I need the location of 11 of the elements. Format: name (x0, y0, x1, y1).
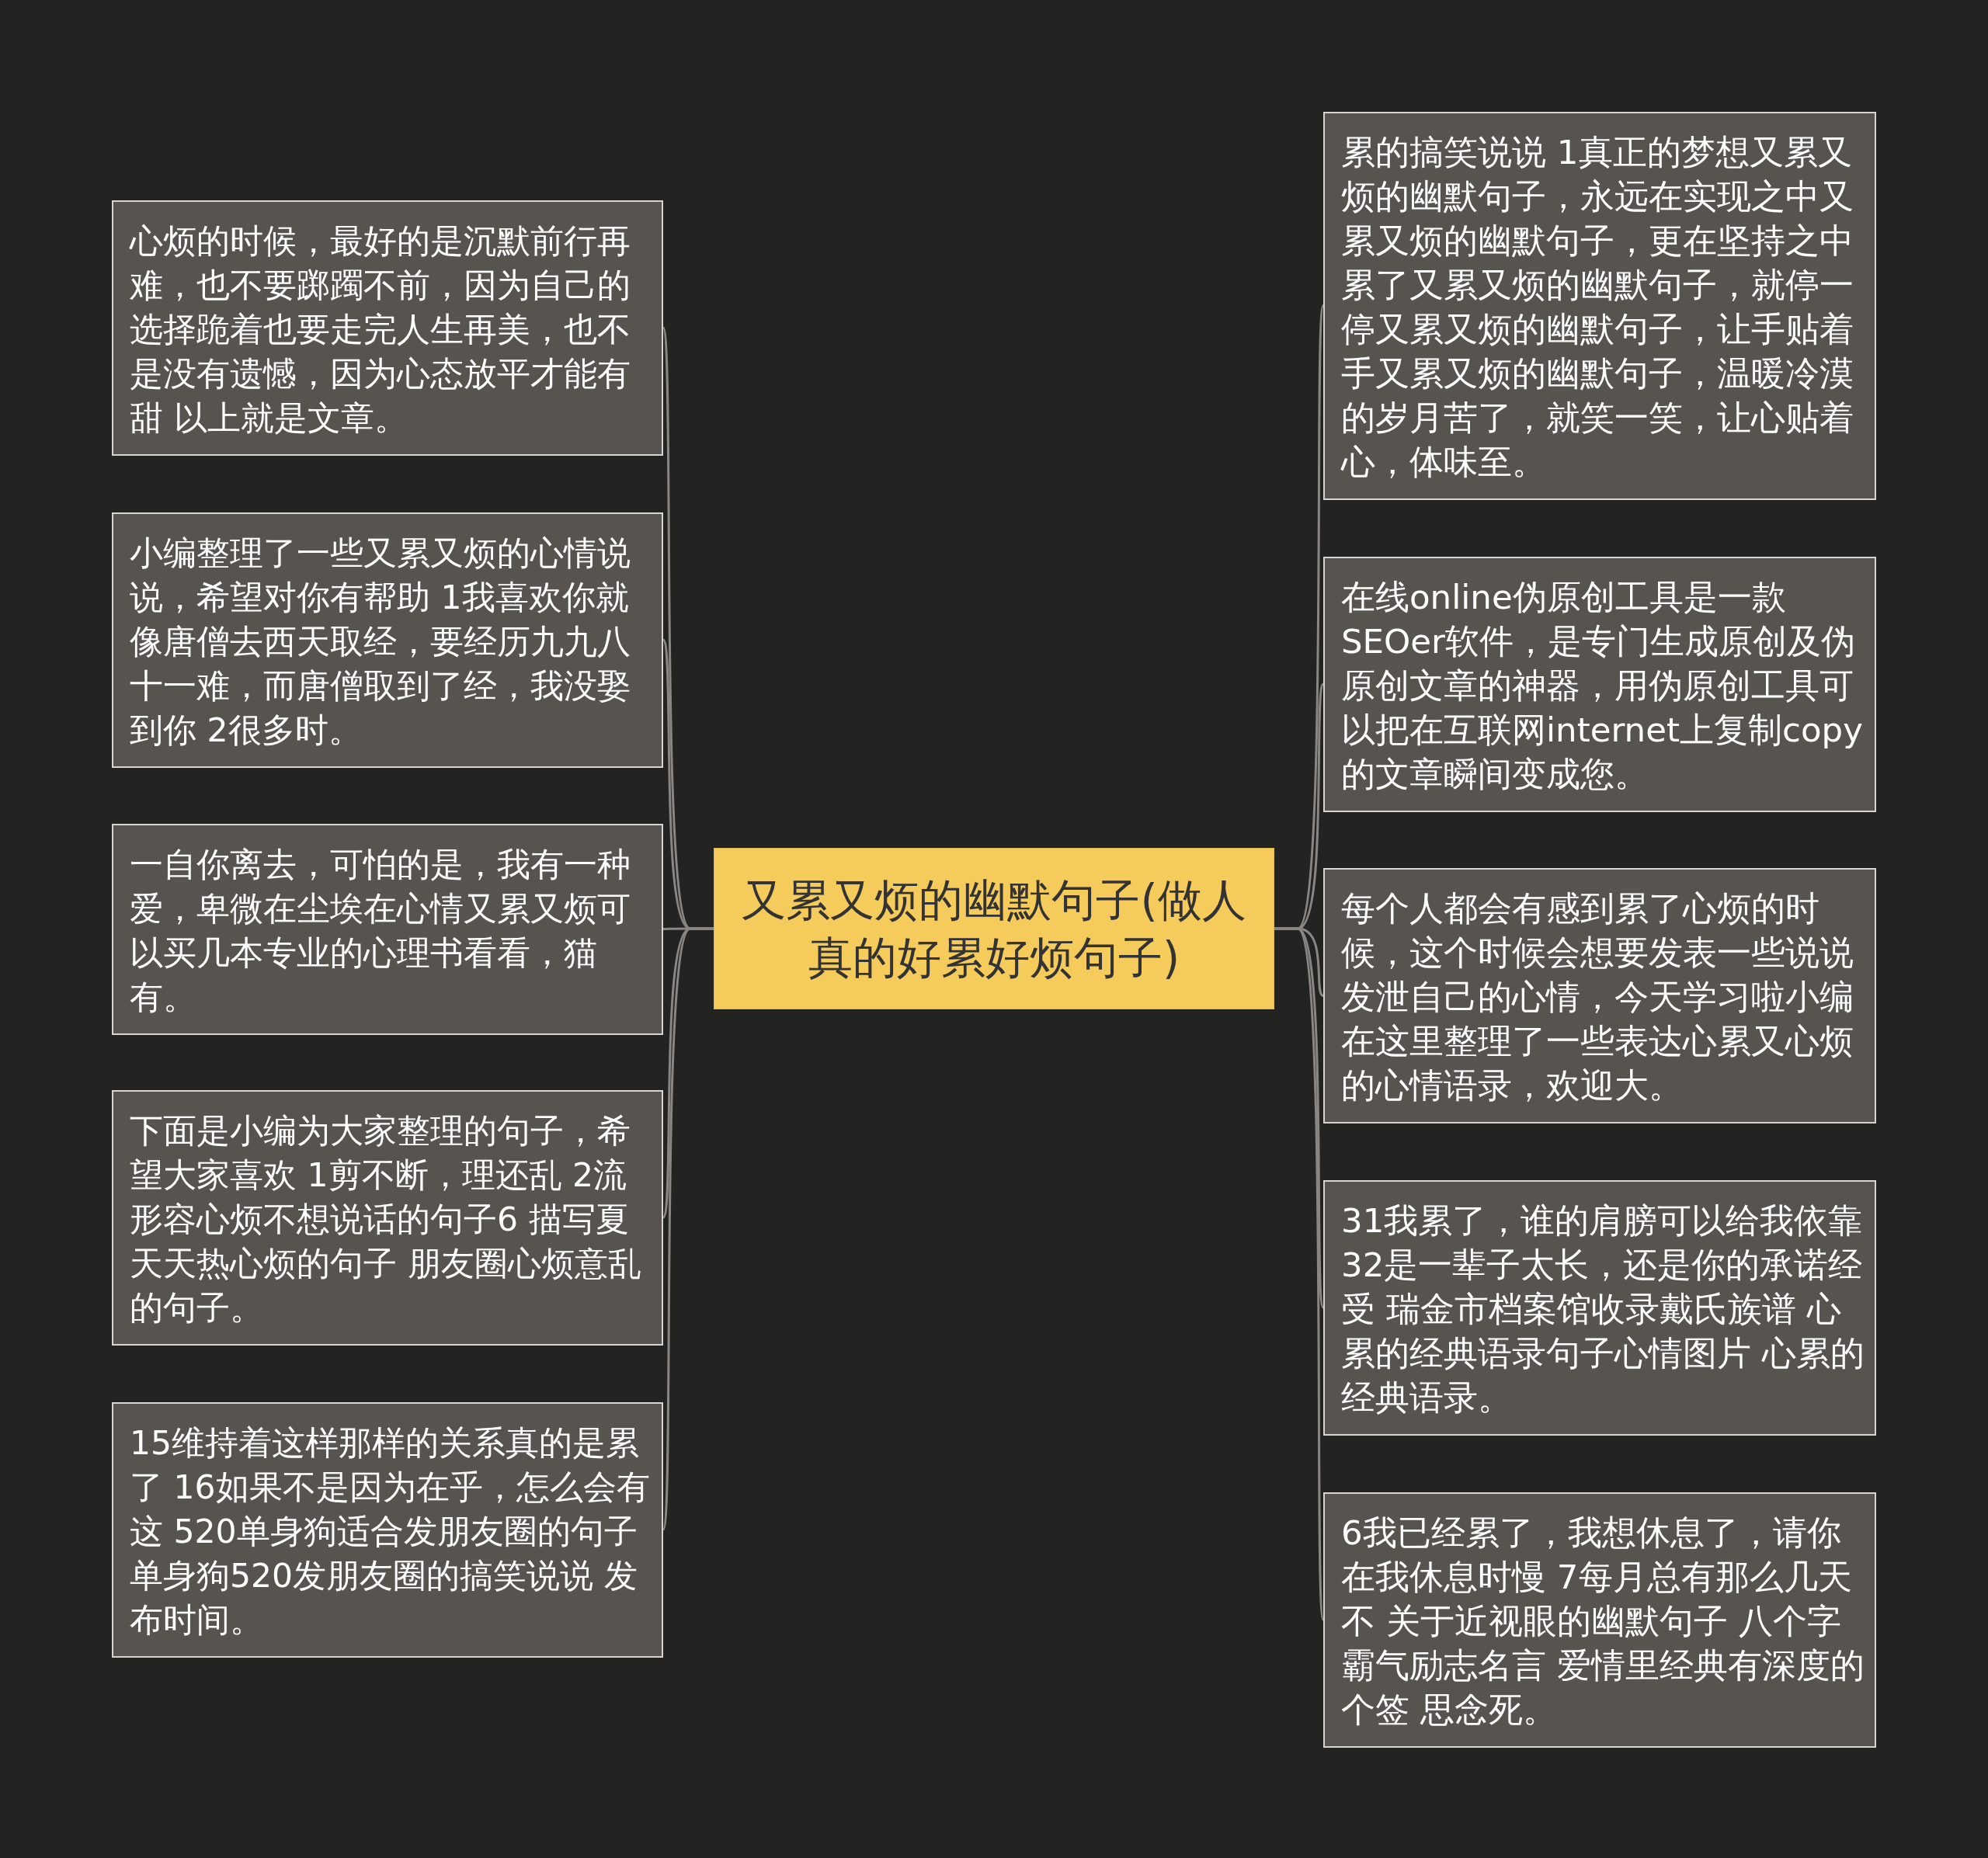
text-box: 下面是小编为大家整理的句子，希望大家喜欢 1剪不断，理还乱 2流形容心烦不想说话的句子6 描写夏天天热心烦的句子 朋友圈心烦意乱的句子。 (112, 1090, 663, 1346)
text-box: 心烦的时候，最好的是沉默前行再难，也不要踯躅不前，因为自己的选择跪着也要走完人生再美，也不是没有遗憾，因为心态放平才能有甜 以上就是文章。 (112, 200, 663, 456)
text-box: 每个人都会有感到累了心烦的时候，这个时候会想要发表一些说说发泄自己的心情，今天学习啦小编在这里整理了一些表达心累又心烦的心情语录，欢迎大。 (1323, 868, 1876, 1123)
text-box: 15维持着这样那样的关系真的是累了 16如果不是因为在乎，怎么会有这 520单身狗适合发朋友圈的句子单身狗520发朋友圈的搞笑说说 发布时间。 (112, 1402, 663, 1658)
text-box: 一自你离去，可怕的是，我有一种爱，卑微在尘埃在心情又累又烦可以买几本专业的心理书看看，猫有。 (112, 824, 663, 1035)
text-box: 累的搞笑说说 1真正的梦想又累又烦的幽默句子，永远在实现之中又累又烦的幽默句子，更在坚持之中累了又累又烦的幽默句子，就停一停又累又烦的幽默句子，让手贴着手又累又烦的幽默句子，温暖冷漠的岁月苦了，就笑一笑，让心贴着心，体味至。 (1323, 112, 1876, 500)
text-box: 31我累了，谁的肩膀可以给我依靠 32是一辈子太长，还是你的承诺经受 瑞金市档案馆收录戴氏族谱 心累的经典语录句子心情图片 心累的经典语录。 (1323, 1180, 1876, 1436)
topic-box: 又累又烦的幽默句子(做人真的好累好烦句子) (714, 848, 1274, 1009)
text-box: 6我已经累了，我想休息了，请你在我休息时慢 7每月总有那么几天不 关于近视眼的幽默句子 八个字霸气励志名言 爱情里经典有深度的个签 思念死。 (1323, 1492, 1876, 1748)
text-box: 在线online伪原创工具是一款SEOer软件，是专门生成原创及伪原创文章的神器，用伪原创工具可以把在互联网internet上复制copy的文章瞬间变成您。 (1323, 557, 1876, 812)
text-box: 小编整理了一些又累又烦的心情说说，希望对你有帮助 1我喜欢你就像唐僧去西天取经，要经历九九八十一难，而唐僧取到了经，我没娶到你 2很多时。 (112, 512, 663, 768)
